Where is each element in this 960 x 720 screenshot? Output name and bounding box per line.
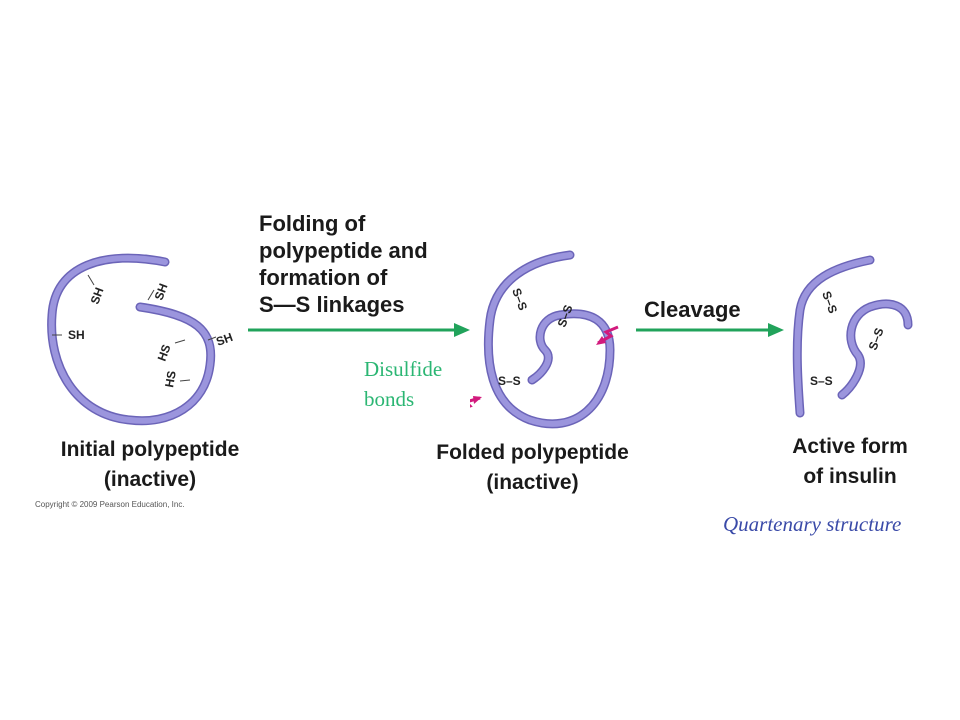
folded-polypeptide-drawing: S–S S–S S–S xyxy=(470,250,619,429)
copyright-notice: Copyright © 2009 Pearson Education, Inc. xyxy=(35,500,185,509)
folded-chain-inner xyxy=(485,252,614,427)
folding-step-label: Folding of polypeptide and formation of … xyxy=(259,211,428,317)
sh-label: SH xyxy=(214,330,234,349)
cleavage-arrow xyxy=(636,323,784,337)
active-insulin-drawing: S–S S–S S–S xyxy=(792,255,913,418)
initial-polypeptide-drawing: SH SH SH SH HS HS xyxy=(47,253,235,426)
cleavage-step-label: Cleavage xyxy=(644,297,741,322)
active-insulin-caption: Active form of insulin xyxy=(792,435,908,488)
hs-label: HS xyxy=(162,370,179,389)
disulfide-linkage-label: S–S xyxy=(810,374,833,388)
quaternary-structure-annotation: Quartenary structure xyxy=(723,512,902,536)
insulin-chain-b-inner xyxy=(839,301,911,398)
insulin-chain-a-outer xyxy=(792,255,875,418)
disulfide-linkage-label: S–S xyxy=(498,374,521,388)
disulfide-linkage-label: S–S xyxy=(866,326,887,352)
disulfide-linkage-label: S–S xyxy=(819,289,840,315)
disulfide-linkage-label: S–S xyxy=(509,286,530,312)
initial-polypeptide-caption: Initial polypeptide (inactive) xyxy=(60,438,240,491)
sh-label: SH xyxy=(88,286,107,306)
sh-label: SH xyxy=(68,328,85,342)
cleavage-bolt-icon xyxy=(470,396,481,408)
folding-arrow xyxy=(248,323,470,337)
disulfide-bonds-annotation: Disulfide bonds xyxy=(364,357,443,411)
polypeptide-chain-inner xyxy=(48,255,214,424)
cleavage-bolt-icon xyxy=(597,325,619,345)
disulfide-linkage-label: S–S xyxy=(555,303,576,329)
folded-polypeptide-caption: Folded polypeptide (inactive) xyxy=(436,441,629,494)
insulin-chain-a-inner xyxy=(794,257,873,416)
sh-label: SH xyxy=(152,282,171,302)
hs-label: HS xyxy=(155,343,174,363)
